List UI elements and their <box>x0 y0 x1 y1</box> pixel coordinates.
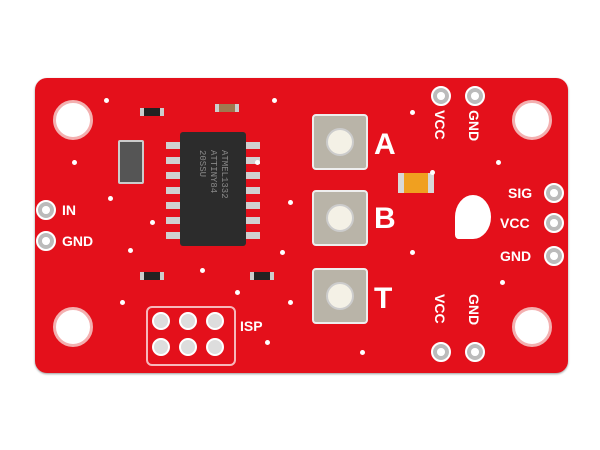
via <box>235 290 240 295</box>
isp-pad[interactable] <box>179 338 197 356</box>
via <box>280 250 285 255</box>
pot-label-b: B <box>374 202 396 235</box>
label-gnd-top: GND <box>466 110 482 142</box>
via <box>496 160 501 165</box>
pad-vcc-top[interactable] <box>431 86 451 106</box>
chip-line: 20SSU <box>197 150 207 178</box>
resistor <box>250 272 274 280</box>
pad-gnd-bottom[interactable] <box>465 342 485 362</box>
sot-component <box>118 140 144 184</box>
chip-pin <box>166 217 180 224</box>
chip-pin <box>166 187 180 194</box>
label-vcc-right: VCC <box>500 215 530 231</box>
via <box>410 250 415 255</box>
via <box>288 300 293 305</box>
via <box>410 110 415 115</box>
tantalum-capacitor <box>398 173 434 193</box>
capacitor <box>215 104 239 112</box>
isp-pad[interactable] <box>179 312 197 330</box>
via <box>265 340 270 345</box>
label-in: IN <box>62 202 76 218</box>
pad-gnd-right[interactable] <box>544 246 564 266</box>
trimpot-t[interactable] <box>312 268 368 324</box>
chip-pin <box>246 232 260 239</box>
via <box>120 300 125 305</box>
label-gnd-bottom: GND <box>466 294 482 326</box>
via <box>104 98 109 103</box>
chip-pin <box>166 172 180 179</box>
pad-gnd-left[interactable] <box>36 231 56 251</box>
chip-line: ATMEL1332 <box>219 150 229 199</box>
via <box>128 248 133 253</box>
mounting-hole <box>512 307 552 347</box>
isp-pad[interactable] <box>206 312 224 330</box>
chip-pin <box>246 172 260 179</box>
chip-marking: ATMEL1332 ATTINY84 20SSU <box>196 150 229 199</box>
mounting-hole <box>53 100 93 140</box>
chip-line: ATTINY84 <box>208 150 218 194</box>
via <box>288 200 293 205</box>
mounting-hole <box>53 307 93 347</box>
via <box>360 350 365 355</box>
isp-pad[interactable] <box>152 312 170 330</box>
via <box>200 268 205 273</box>
trimpot-knob[interactable] <box>326 282 354 310</box>
pad-gnd-top[interactable] <box>465 86 485 106</box>
trimpot-b[interactable] <box>312 190 368 246</box>
pad-in[interactable] <box>36 200 56 220</box>
chip-pin <box>246 217 260 224</box>
mounting-hole <box>512 100 552 140</box>
resistor <box>140 272 164 280</box>
chip-pin <box>246 187 260 194</box>
via <box>72 160 77 165</box>
label-sig: SIG <box>508 185 533 201</box>
isp-outline <box>146 306 236 366</box>
via <box>272 98 277 103</box>
label-gnd-left: GND <box>62 233 94 249</box>
pad-vcc-right[interactable] <box>544 213 564 233</box>
via <box>255 160 260 165</box>
chip-pin <box>246 202 260 209</box>
sparkfun-logo <box>455 195 491 239</box>
pot-label-a: A <box>374 128 396 161</box>
chip-pin <box>246 157 260 164</box>
microcontroller-chip <box>180 132 246 246</box>
pad-sig[interactable] <box>544 183 564 203</box>
resistor <box>140 108 164 116</box>
isp-pad[interactable] <box>206 338 224 356</box>
chip-pin <box>166 142 180 149</box>
pad-vcc-bottom[interactable] <box>431 342 451 362</box>
label-vcc-top: VCC <box>432 110 448 140</box>
chip-pin <box>166 202 180 209</box>
label-vcc-bottom: VCC <box>432 294 448 324</box>
pot-label-t: T <box>374 282 393 315</box>
trimpot-a[interactable] <box>312 114 368 170</box>
via <box>150 220 155 225</box>
via <box>430 170 435 175</box>
via <box>108 196 113 201</box>
trimpot-knob[interactable] <box>326 128 354 156</box>
chip-pin <box>166 157 180 164</box>
label-isp: ISP <box>240 318 263 334</box>
via <box>500 280 505 285</box>
trimpot-knob[interactable] <box>326 204 354 232</box>
chip-pin <box>166 232 180 239</box>
chip-pin <box>246 142 260 149</box>
isp-pad[interactable] <box>152 338 170 356</box>
label-gnd-right: GND <box>500 248 532 264</box>
